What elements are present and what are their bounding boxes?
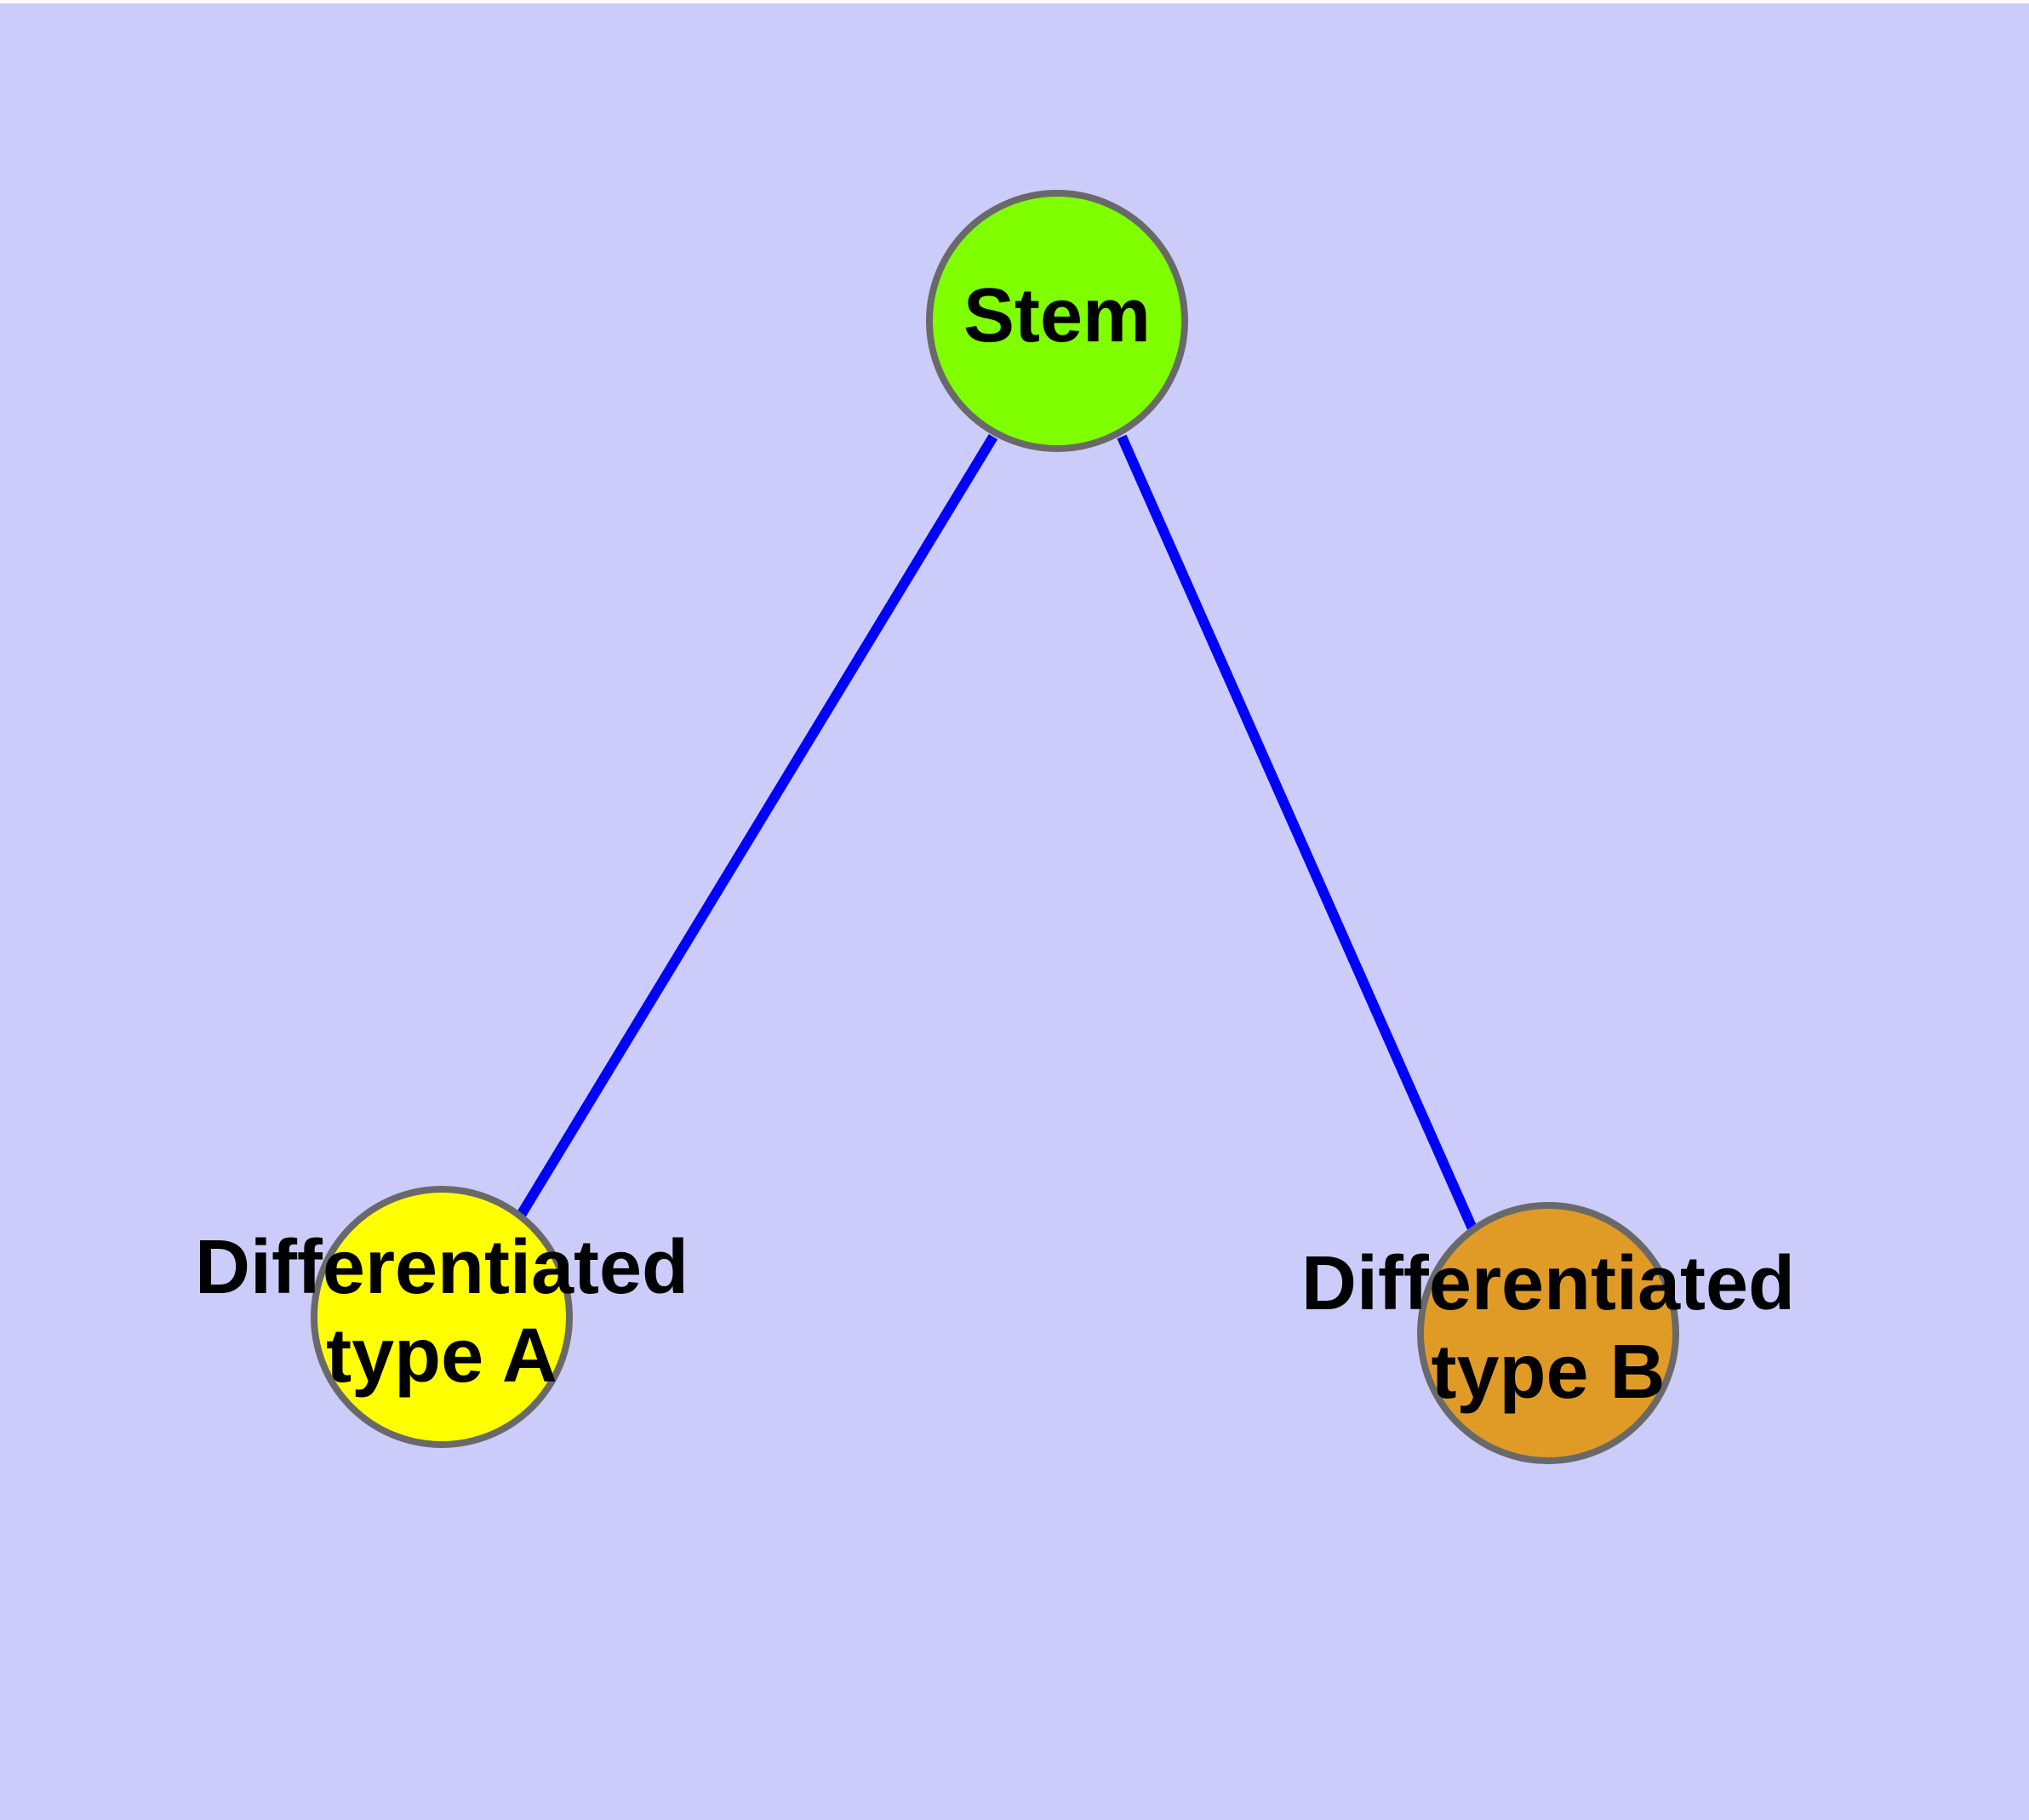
node-differentiated-type-b-circle[interactable] xyxy=(1417,1202,1679,1464)
label-line: Stem xyxy=(963,273,1151,358)
label-line: type A xyxy=(326,1313,557,1399)
edge-stem-to-diff-a[interactable] xyxy=(512,433,998,1224)
edge-stem-to-diff-b[interactable] xyxy=(1117,434,1480,1237)
node-differentiated-type-a-circle[interactable] xyxy=(311,1186,573,1448)
label-line: type B xyxy=(1431,1330,1665,1415)
node-differentiated-type-b[interactable] xyxy=(1417,1202,1679,1464)
node-stem[interactable] xyxy=(926,190,1188,452)
label-line: Differentiated xyxy=(195,1225,689,1310)
node-stem-circle[interactable] xyxy=(926,190,1188,452)
label-line: Differentiated xyxy=(1301,1241,1795,1326)
node-layer xyxy=(311,190,1679,1464)
node-differentiated-type-a[interactable] xyxy=(311,1186,573,1448)
edge-layer xyxy=(512,433,1480,1237)
node-stem-label: Stem xyxy=(963,273,1151,358)
